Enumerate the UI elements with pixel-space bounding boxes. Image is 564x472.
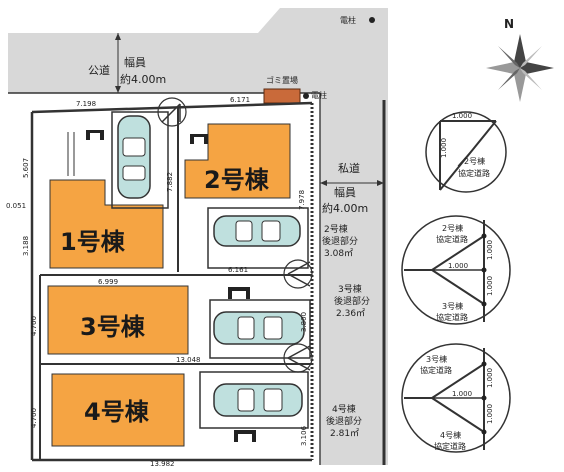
dim-lot2-side: 7.978 <box>298 190 306 210</box>
public-road-width-label: 幅員 <box>124 56 146 69</box>
private-road <box>320 93 388 465</box>
utility-pole-label: 電柱 <box>340 15 356 25</box>
detail-3-dim-mid: 1.000 <box>452 390 472 398</box>
dim-lot4-bottom: 13.982 <box>150 460 175 468</box>
setback-lot4-area: 2.81㎡ <box>330 428 359 439</box>
setback-circle-3 <box>283 343 313 373</box>
detail-2-dim-mid: 1.000 <box>448 262 468 270</box>
utility-pole-icon <box>369 17 375 23</box>
dim-top-left: 7.198 <box>76 100 96 108</box>
site-boundary-top <box>31 101 313 114</box>
compass-north-label: N <box>504 17 514 31</box>
dim-lot2-bottom: 6.161 <box>228 266 248 274</box>
detail-1-dim-b: 1.000 <box>440 138 448 158</box>
dim-lot3-right: 3.800 <box>300 312 308 332</box>
detail-3-dim-r1: 1.000 <box>486 368 494 388</box>
arrow-head <box>115 33 121 40</box>
setback-lot2-area: 3.08㎡ <box>324 248 353 259</box>
lot-2-label: 2号棟 <box>204 166 270 194</box>
lot-4-gate-inner <box>238 434 252 442</box>
lot-4-parking <box>199 371 309 429</box>
detail-3-top-1: 3号棟 <box>426 354 447 364</box>
dim-lot1-bottom: 6.999 <box>98 278 118 286</box>
dim-lot1-inner: 7.882 <box>166 172 174 192</box>
setback-lot4: 4号棟 後退部分 2.81㎡ <box>326 403 362 439</box>
setback-lot4-sub: 後退部分 <box>326 415 362 427</box>
car-lot-1 <box>117 115 151 199</box>
dim-lot4-left: 4.700 <box>30 408 38 428</box>
detail-2-dim-r1: 1.000 <box>486 240 494 260</box>
detail-1-label-2: 協定道路 <box>458 168 490 178</box>
lot-1-gate-inner <box>90 133 100 140</box>
detail-circle-1 <box>425 111 507 193</box>
setback-lot2-title: 2号棟 <box>324 223 348 235</box>
lot-4-label: 4号棟 <box>84 398 150 426</box>
detail-2-bot-2: 協定道路 <box>436 312 468 322</box>
detail-3-bot-1: 4号棟 <box>440 430 461 440</box>
lot-3-parking <box>209 299 311 359</box>
detail-3-bot-2: 協定道路 <box>434 441 466 451</box>
detail-2-top-1: 2号棟 <box>442 223 463 233</box>
setback-lot3-title: 3号棟 <box>338 283 362 295</box>
dim-lot3-bottom: 13.048 <box>176 356 201 364</box>
garbage-station-label: ゴミ置場 <box>266 75 298 85</box>
lot-3-building <box>47 285 189 355</box>
dim-lot3-left: 4.700 <box>30 316 38 336</box>
utility-pole-label-2: 電柱 <box>311 90 327 100</box>
setback-circle-1 <box>157 97 187 127</box>
setback-lot2-sub: 後退部分 <box>322 235 358 247</box>
lot-1-label: 1号棟 <box>60 228 126 256</box>
detail-2-bot-1: 3号棟 <box>442 301 463 311</box>
compass-icon <box>486 34 554 102</box>
detail-circle-2 <box>401 215 511 325</box>
lot-1-building <box>49 179 164 269</box>
lot-2-parking <box>207 207 309 269</box>
detail-1-label-1: 2号棟 <box>464 156 485 166</box>
car-lot-3 <box>213 311 305 345</box>
detail-2-dim-r2: 1.000 <box>486 276 494 296</box>
utility-pole-icon-2 <box>303 93 309 99</box>
lot-1-parking <box>111 111 169 209</box>
setback-circle-2 <box>283 259 313 289</box>
car-lot-4 <box>213 383 303 417</box>
detail-2-top-2: 協定道路 <box>436 234 468 244</box>
arrow-head <box>115 86 121 93</box>
public-road-label: 公道 <box>88 63 110 77</box>
detail-3-top-2: 協定道路 <box>420 365 452 375</box>
lot-2-building <box>184 123 291 199</box>
dim-left-lower: 3.188 <box>22 236 30 256</box>
detail-3-dim-r2: 1.000 <box>486 404 494 424</box>
garbage-station <box>263 88 301 104</box>
dim-lot4-right: 3.106 <box>300 425 308 446</box>
setback-lot3: 3号棟 後退部分 2.36㎡ <box>334 283 370 319</box>
detail-circle-3 <box>401 343 511 453</box>
private-road-width-value: 約4.00m <box>322 201 368 215</box>
arrow-head <box>377 180 384 186</box>
setback-lot2: 2号棟 後退部分 3.08㎡ <box>322 223 358 259</box>
private-road-width-label: 幅員 <box>334 186 356 199</box>
dim-top-right: 6.171 <box>230 96 250 104</box>
lot-2-gate-inner <box>194 137 204 144</box>
detail-1-dim-a: 1.000 <box>452 112 472 120</box>
lot-3-label: 3号棟 <box>80 313 146 341</box>
setback-lot4-title: 4号棟 <box>332 403 356 415</box>
car-lot-2 <box>213 215 301 247</box>
dimensions: 7.198 6.171 5.607 0.051 3.188 7.882 7.97… <box>6 96 308 468</box>
setback-lot3-area: 2.36㎡ <box>336 308 365 319</box>
public-road-width-value: 約4.00m <box>120 72 166 86</box>
dim-left-upper: 5.607 <box>22 158 30 178</box>
setback-lot3-sub: 後退部分 <box>334 295 370 307</box>
private-road-label: 私道 <box>338 161 360 175</box>
lot-4-building <box>51 373 185 447</box>
arrow-head <box>320 180 327 186</box>
public-road <box>8 8 388 93</box>
lot-3-gate-inner <box>232 291 246 299</box>
dim-left-offset: 0.051 <box>6 202 26 210</box>
